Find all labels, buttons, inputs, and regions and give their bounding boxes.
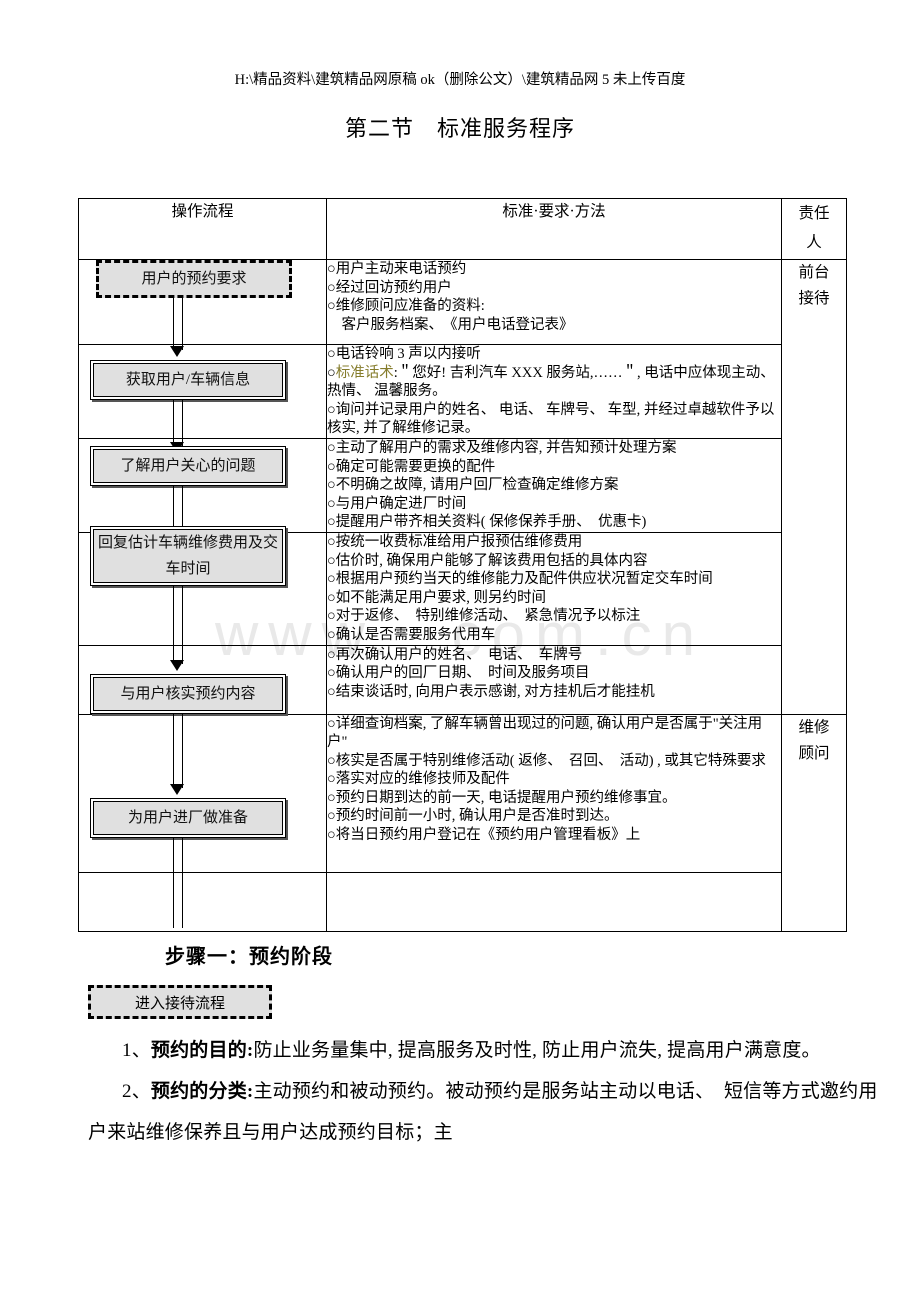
- column-header-flow: 操作流程: [78, 198, 327, 260]
- standard-line: ○对于返修、 特别维修活动、 紧急情况予以标注: [327, 608, 641, 625]
- standard-line: ○确认是否需要服务代用车: [327, 626, 496, 643]
- responsible-cell-front-desk: 前台 接待: [781, 259, 847, 715]
- table-row: ○用户主动来电话预约 ○经过回访预约用户 ○维修顾问应准备的资料: 客户服务档案…: [78, 259, 847, 715]
- standard-line: ○按统一收费标准给用户报预估维修费用: [327, 533, 583, 550]
- flow-cell-7: [78, 871, 327, 932]
- table-row: ○详细查询档案, 了解车辆曾出现过的问题, 确认用户是否属于"关注用户" ○核实…: [78, 713, 847, 932]
- standard-line: ○核实是否属于特别维修活动( 返修、 召回、 活动) , 或其它特殊要求: [327, 752, 766, 769]
- standard-line: ○与用户确定进厂时间: [327, 495, 467, 512]
- column-header-responsible-l2: 人: [806, 234, 822, 251]
- standard-line: ○提醒用户带齐相关资料( 保修保养手册、 优惠卡): [327, 514, 647, 531]
- flow-cell-5: [78, 644, 327, 715]
- page-title: 第二节 标准服务程序: [344, 116, 575, 141]
- standard-line: ○确认用户的回厂日期、 时间及服务项目: [327, 665, 590, 682]
- paragraph-lead: 预约的分类:: [150, 1081, 254, 1102]
- standard-line: ○用户主动来电话预约: [327, 261, 467, 277]
- document-page: H:\精品资料\建筑精品网原稿 ok（删除公文）\建筑精品网 5 未上传百度 第…: [0, 0, 920, 1143]
- flow-cell-4: [78, 531, 327, 646]
- standard-line: ○结束谈话时, 向用户表示感谢, 对方挂机后才能挂机: [327, 683, 655, 700]
- highlight-term: 标准话术: [335, 364, 394, 381]
- standard-cell-3: ○主动了解用户的需求及维修内容, 并告知预计处理方案 ○确定可能需要更换的配件 …: [326, 437, 782, 533]
- standard-line: ○详细查询档案, 了解车辆曾出现过的问题, 确认用户是否属于"关注用户": [327, 715, 763, 751]
- paragraph-lead: 预约的目的:: [150, 1040, 254, 1061]
- standard-line: ○预约日期到达的前一天, 电话提醒用户预约维修事宜。: [327, 789, 677, 806]
- standard-line: ○询问并记录用户的姓名、 电话、 车牌号、 车型, 并经过卓越软件予以核实, 并…: [327, 401, 775, 437]
- table-row: ○按统一收费标准给用户报预估维修费用 ○估价时, 确保用户能够了解该费用包括的具…: [78, 531, 847, 646]
- flow-node-enter-reception-process[interactable]: 进入接待流程: [88, 985, 272, 1019]
- standard-line: ○如不能满足用户要求, 则另约时间: [327, 589, 547, 606]
- standard-line: ○维修顾问应准备的资料:: [327, 298, 485, 315]
- paragraph-number: 1、: [122, 1040, 151, 1061]
- standard-cell-7: [326, 871, 782, 932]
- standard-line: ○将当日预约用户登记在《预约用户管理看板》上: [327, 827, 641, 844]
- standard-line: ○确定可能需要更换的配件: [327, 458, 496, 475]
- paragraph-booking-purpose: 1、预约的目的:防止业务量集中, 提高服务及时性, 防止用户流失, 提高用户满意…: [88, 1030, 878, 1071]
- standard-line: ○根据用户预约当天的维修能力及配件供应状况暂定交车时间: [327, 571, 713, 588]
- table-header-row: 操作流程 标准·要求·方法 责任 人: [78, 198, 847, 260]
- standard-line: ○经过回访预约用户: [327, 279, 452, 296]
- standard-line: ○落实对应的维修技师及配件: [327, 771, 510, 788]
- flow-cell-1: [78, 259, 327, 345]
- flow-node-label: 进入接待流程: [134, 995, 225, 1012]
- standard-cell-5: ○再次确认用户的姓名、 电话、 车牌号 ○确认用户的回厂日期、 时间及服务项目 …: [326, 644, 782, 715]
- standard-cell-4: ○按统一收费标准给用户报预估维修费用 ○估价时, 确保用户能够了解该费用包括的具…: [326, 531, 782, 646]
- table-row: ○再次确认用户的姓名、 电话、 车牌号 ○确认用户的回厂日期、 时间及服务项目 …: [78, 644, 847, 715]
- paragraph-booking-classification: 2、预约的分类:主动预约和被动预约。被动预约是服务站主动以电话、 短信等方式邀约…: [88, 1071, 878, 1153]
- standard-line: ○估价时, 确保用户能够了解该费用包括的具体内容: [327, 552, 648, 569]
- responsible-label-l1: 前台: [798, 264, 830, 281]
- standard-service-procedure-table: 操作流程 标准·要求·方法 责任 人 ○用户主动来电话预约 ○经过回访预约用户 …: [78, 198, 847, 932]
- standard-line: 客户服务档案、 《用户电话登记表》: [327, 316, 574, 333]
- paragraph-text: 主动预约和被动预约。被动预约是服务站主动以电话、 短信等方式邀约用户来站维修保养…: [88, 1081, 878, 1143]
- paragraph-number: 2、: [122, 1081, 151, 1102]
- body-paragraphs: 1、预约的目的:防止业务量集中, 提高服务及时性, 防止用户流失, 提高用户满意…: [88, 1030, 878, 1153]
- standard-line: ○预约时间前一小时, 确认用户是否准时到达。: [327, 808, 619, 825]
- standard-line: ○电话铃响 3 声以内接听: [327, 346, 481, 362]
- table-row: ○电话铃响 3 声以内接听 ○标准话术:＂您好! 吉利汽车 XXX 服务站,………: [78, 344, 847, 439]
- paragraph-text: 防止业务量集中, 提高服务及时性, 防止用户流失, 提高用户满意度。: [253, 1040, 821, 1061]
- standard-cell-1: ○用户主动来电话预约 ○经过回访预约用户 ○维修顾问应准备的资料: 客户服务档案…: [326, 259, 782, 345]
- standard-line: ○主动了解用户的需求及维修内容, 并告知预计处理方案: [327, 439, 677, 456]
- standard-cell-6: ○详细查询档案, 了解车辆曾出现过的问题, 确认用户是否属于"关注用户" ○核实…: [326, 713, 782, 873]
- standard-line: ○再次确认用户的姓名、 电话、 车牌号: [327, 646, 583, 663]
- step-one-title: 步骤一：预约阶段: [165, 946, 333, 968]
- flow-cell-2: [78, 344, 327, 439]
- standard-line: ○不明确之故障, 请用户回厂检查确定维修方案: [327, 477, 619, 494]
- standard-cell-2: ○电话铃响 3 声以内接听 ○标准话术:＂您好! 吉利汽车 XXX 服务站,………: [326, 344, 782, 439]
- responsible-label-l2: 接待: [798, 290, 830, 307]
- column-header-responsible-l1: 责任: [798, 205, 830, 222]
- standard-line-highlighted: ○标准话术:＂您好! 吉利汽车 XXX 服务站,……＂, 电话中应体现主动、 热…: [327, 364, 775, 400]
- column-header-standard: 标准·要求·方法: [326, 198, 782, 260]
- responsible-label-l2: 顾问: [798, 744, 830, 762]
- flow-cell-6: [78, 713, 327, 873]
- column-header-responsible: 责任 人: [781, 198, 847, 260]
- standard-line-rest: :＂您好! 吉利汽车 XXX 服务站,……＂, 电话中应体现主动、 热情、 温馨…: [327, 364, 775, 400]
- document-file-path: H:\精品资料\建筑精品网原稿 ok（删除公文）\建筑精品网 5 未上传百度: [234, 72, 686, 88]
- table-row: [78, 871, 847, 932]
- flow-cell-3: [78, 437, 327, 533]
- table-row: ○主动了解用户的需求及维修内容, 并告知预计处理方案 ○确定可能需要更换的配件 …: [78, 437, 847, 533]
- responsible-cell-service-advisor: 维修 顾问: [781, 713, 847, 932]
- responsible-label-l1: 维修: [798, 718, 830, 736]
